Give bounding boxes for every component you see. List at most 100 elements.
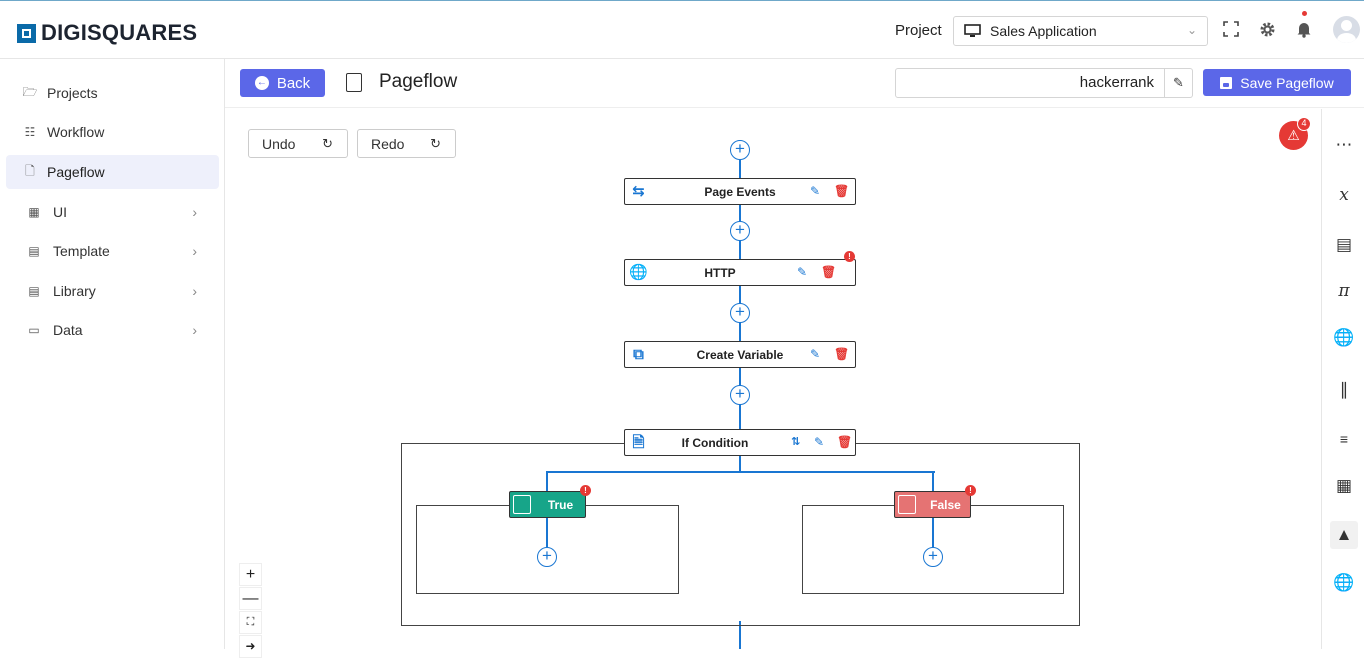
flow-name-input[interactable]: hackerrank	[895, 68, 1165, 98]
add-step-button[interactable]: +	[730, 385, 750, 405]
top-bar: DIGISQUARES Project Sales Application ⌄	[0, 0, 1364, 59]
pageflow-icon	[346, 73, 362, 92]
node-label: If Condition	[681, 436, 749, 450]
chevron-right-icon: ›	[192, 283, 197, 299]
sidebar-item-library[interactable]: ▤ Library ›	[6, 274, 219, 308]
grid-icon[interactable]: ⋯	[1335, 135, 1353, 154]
fit-view-button[interactable]: ⛶	[239, 611, 262, 634]
arrow-icon[interactable]: ➜	[239, 635, 262, 658]
fullscreen-icon[interactable]	[1222, 21, 1240, 39]
edit-icon[interactable]: ✎	[797, 265, 808, 279]
zoom-in-button[interactable]: +	[239, 563, 262, 586]
condition-icon	[898, 495, 916, 514]
error-badge: !	[844, 251, 855, 262]
sidebar-item-template[interactable]: ▤ Template ›	[6, 234, 219, 268]
undo-icon: ↻	[322, 136, 333, 151]
sidebar-item-label: Workflow	[47, 124, 105, 140]
sidebar-item-workflow[interactable]: ☷ Workflow	[6, 115, 219, 149]
node-label: HTTP	[704, 266, 736, 280]
back-button-label: Back	[276, 74, 311, 92]
redo-icon: ↻	[430, 136, 441, 151]
sidebar-item-label: Template	[53, 243, 110, 259]
sidebar-item-pageflow[interactable]: 🗋 Pageflow	[6, 155, 219, 189]
alert-count-badge: 4	[1297, 117, 1311, 131]
template-icon: ▤	[28, 244, 40, 258]
connector-line	[546, 517, 548, 547]
error-badge: !	[965, 485, 976, 496]
node-if-condition[interactable]: 🗎 If Condition ⇅ ✎ 🗑	[624, 429, 856, 456]
edit-icon[interactable]: ✎	[810, 184, 821, 198]
redo-button[interactable]: Redo ↻	[357, 129, 456, 158]
avatar[interactable]	[1333, 16, 1360, 43]
sliders-icon[interactable]: ∥	[1339, 380, 1349, 399]
back-button[interactable]: ← Back	[240, 69, 325, 97]
building-icon[interactable]: ▦	[1335, 476, 1353, 495]
add-step-button[interactable]: +	[537, 547, 557, 567]
monitor-icon	[964, 24, 981, 37]
pageflow-toolbar	[225, 59, 1364, 108]
function-icon[interactable]: 𝑥	[1339, 185, 1349, 205]
node-label: Create Variable	[696, 348, 784, 362]
add-step-button[interactable]: +	[730, 303, 750, 323]
node-http[interactable]: 🌐 HTTP ✎ 🗑	[624, 259, 856, 286]
add-step-button[interactable]: +	[923, 547, 943, 567]
edit-icon[interactable]: ✎	[814, 435, 825, 449]
collapse-icon[interactable]: ⇅	[791, 436, 801, 448]
branch-true[interactable]: True	[509, 491, 586, 518]
project-select-value: Sales Application	[990, 23, 1097, 39]
globe-icon[interactable]: 🌐	[1333, 573, 1355, 592]
library-icon: ▤	[28, 284, 40, 298]
project-select[interactable]: Sales Application ⌄	[953, 16, 1208, 46]
undo-button[interactable]: Undo ↻	[248, 129, 348, 158]
trash-icon[interactable]: 🗑	[834, 184, 850, 198]
branch-label: False	[930, 498, 961, 512]
pi-icon[interactable]: π	[1338, 281, 1350, 301]
chevron-down-icon: ⌄	[1186, 23, 1197, 37]
node-create-variable[interactable]: ⧉ Create Variable ✎ 🗑	[624, 341, 856, 368]
page-events-icon: ⇆	[632, 183, 645, 200]
branch-false[interactable]: False	[894, 491, 971, 518]
trash-icon[interactable]: 🗑	[821, 265, 837, 279]
notification-dot	[1302, 11, 1307, 16]
ordered-list-icon[interactable]: ≡	[1339, 431, 1349, 447]
book-icon[interactable]: ▤	[1335, 235, 1353, 254]
brand-name: DIGISQUARES	[41, 20, 198, 45]
connector-line	[932, 471, 934, 491]
branch-label: True	[547, 498, 574, 512]
sidebar-item-ui[interactable]: ▦ UI ›	[6, 195, 219, 229]
arrow-left-icon: ←	[254, 76, 269, 90]
trash-icon[interactable]: 🗑	[834, 347, 850, 361]
bell-icon[interactable]	[1295, 21, 1313, 39]
sidebar-item-projects[interactable]: 🗁 Projects	[6, 76, 219, 110]
paint-roller-icon[interactable]: ▲	[1330, 521, 1358, 549]
sidebar-item-label: UI	[53, 204, 67, 220]
pencil-icon[interactable]: ✎	[1165, 68, 1193, 98]
zoom-out-button[interactable]: —	[239, 587, 262, 610]
workflow-icon: ☷	[24, 125, 36, 139]
chevron-right-icon: ›	[192, 243, 197, 259]
trash-icon[interactable]: 🗑	[837, 435, 853, 449]
globe-icon: 🌐	[629, 264, 648, 281]
brand-logo[interactable]: DIGISQUARES	[17, 20, 197, 46]
node-page-events[interactable]: ⇆ Page Events ✎ 🗑	[624, 178, 856, 205]
page-title: Pageflow	[379, 71, 458, 92]
connector-line	[739, 160, 741, 178]
sidebar-item-label: Data	[53, 322, 83, 338]
redo-label: Redo	[371, 135, 405, 152]
save-pageflow-button[interactable]: Save Pageflow	[1203, 69, 1351, 96]
add-step-button[interactable]: +	[730, 221, 750, 241]
save-icon	[1220, 76, 1233, 89]
sidebar-item-data[interactable]: ▭ Data ›	[6, 313, 219, 347]
web-settings-icon[interactable]: 🌐	[1333, 328, 1355, 347]
warning-icon[interactable]: ⚠	[1279, 121, 1308, 150]
project-label: Project	[895, 22, 942, 39]
add-step-button[interactable]: +	[730, 140, 750, 160]
sidebar-item-label: Projects	[47, 85, 98, 101]
data-icon: ▭	[28, 323, 40, 337]
save-button-label: Save Pageflow	[1240, 74, 1334, 91]
ui-icon: ▦	[28, 205, 40, 219]
edit-icon[interactable]: ✎	[810, 347, 821, 361]
gear-icon[interactable]	[1258, 21, 1276, 39]
right-toolbar	[1321, 109, 1364, 649]
sidebar-item-label: Library	[53, 283, 96, 299]
